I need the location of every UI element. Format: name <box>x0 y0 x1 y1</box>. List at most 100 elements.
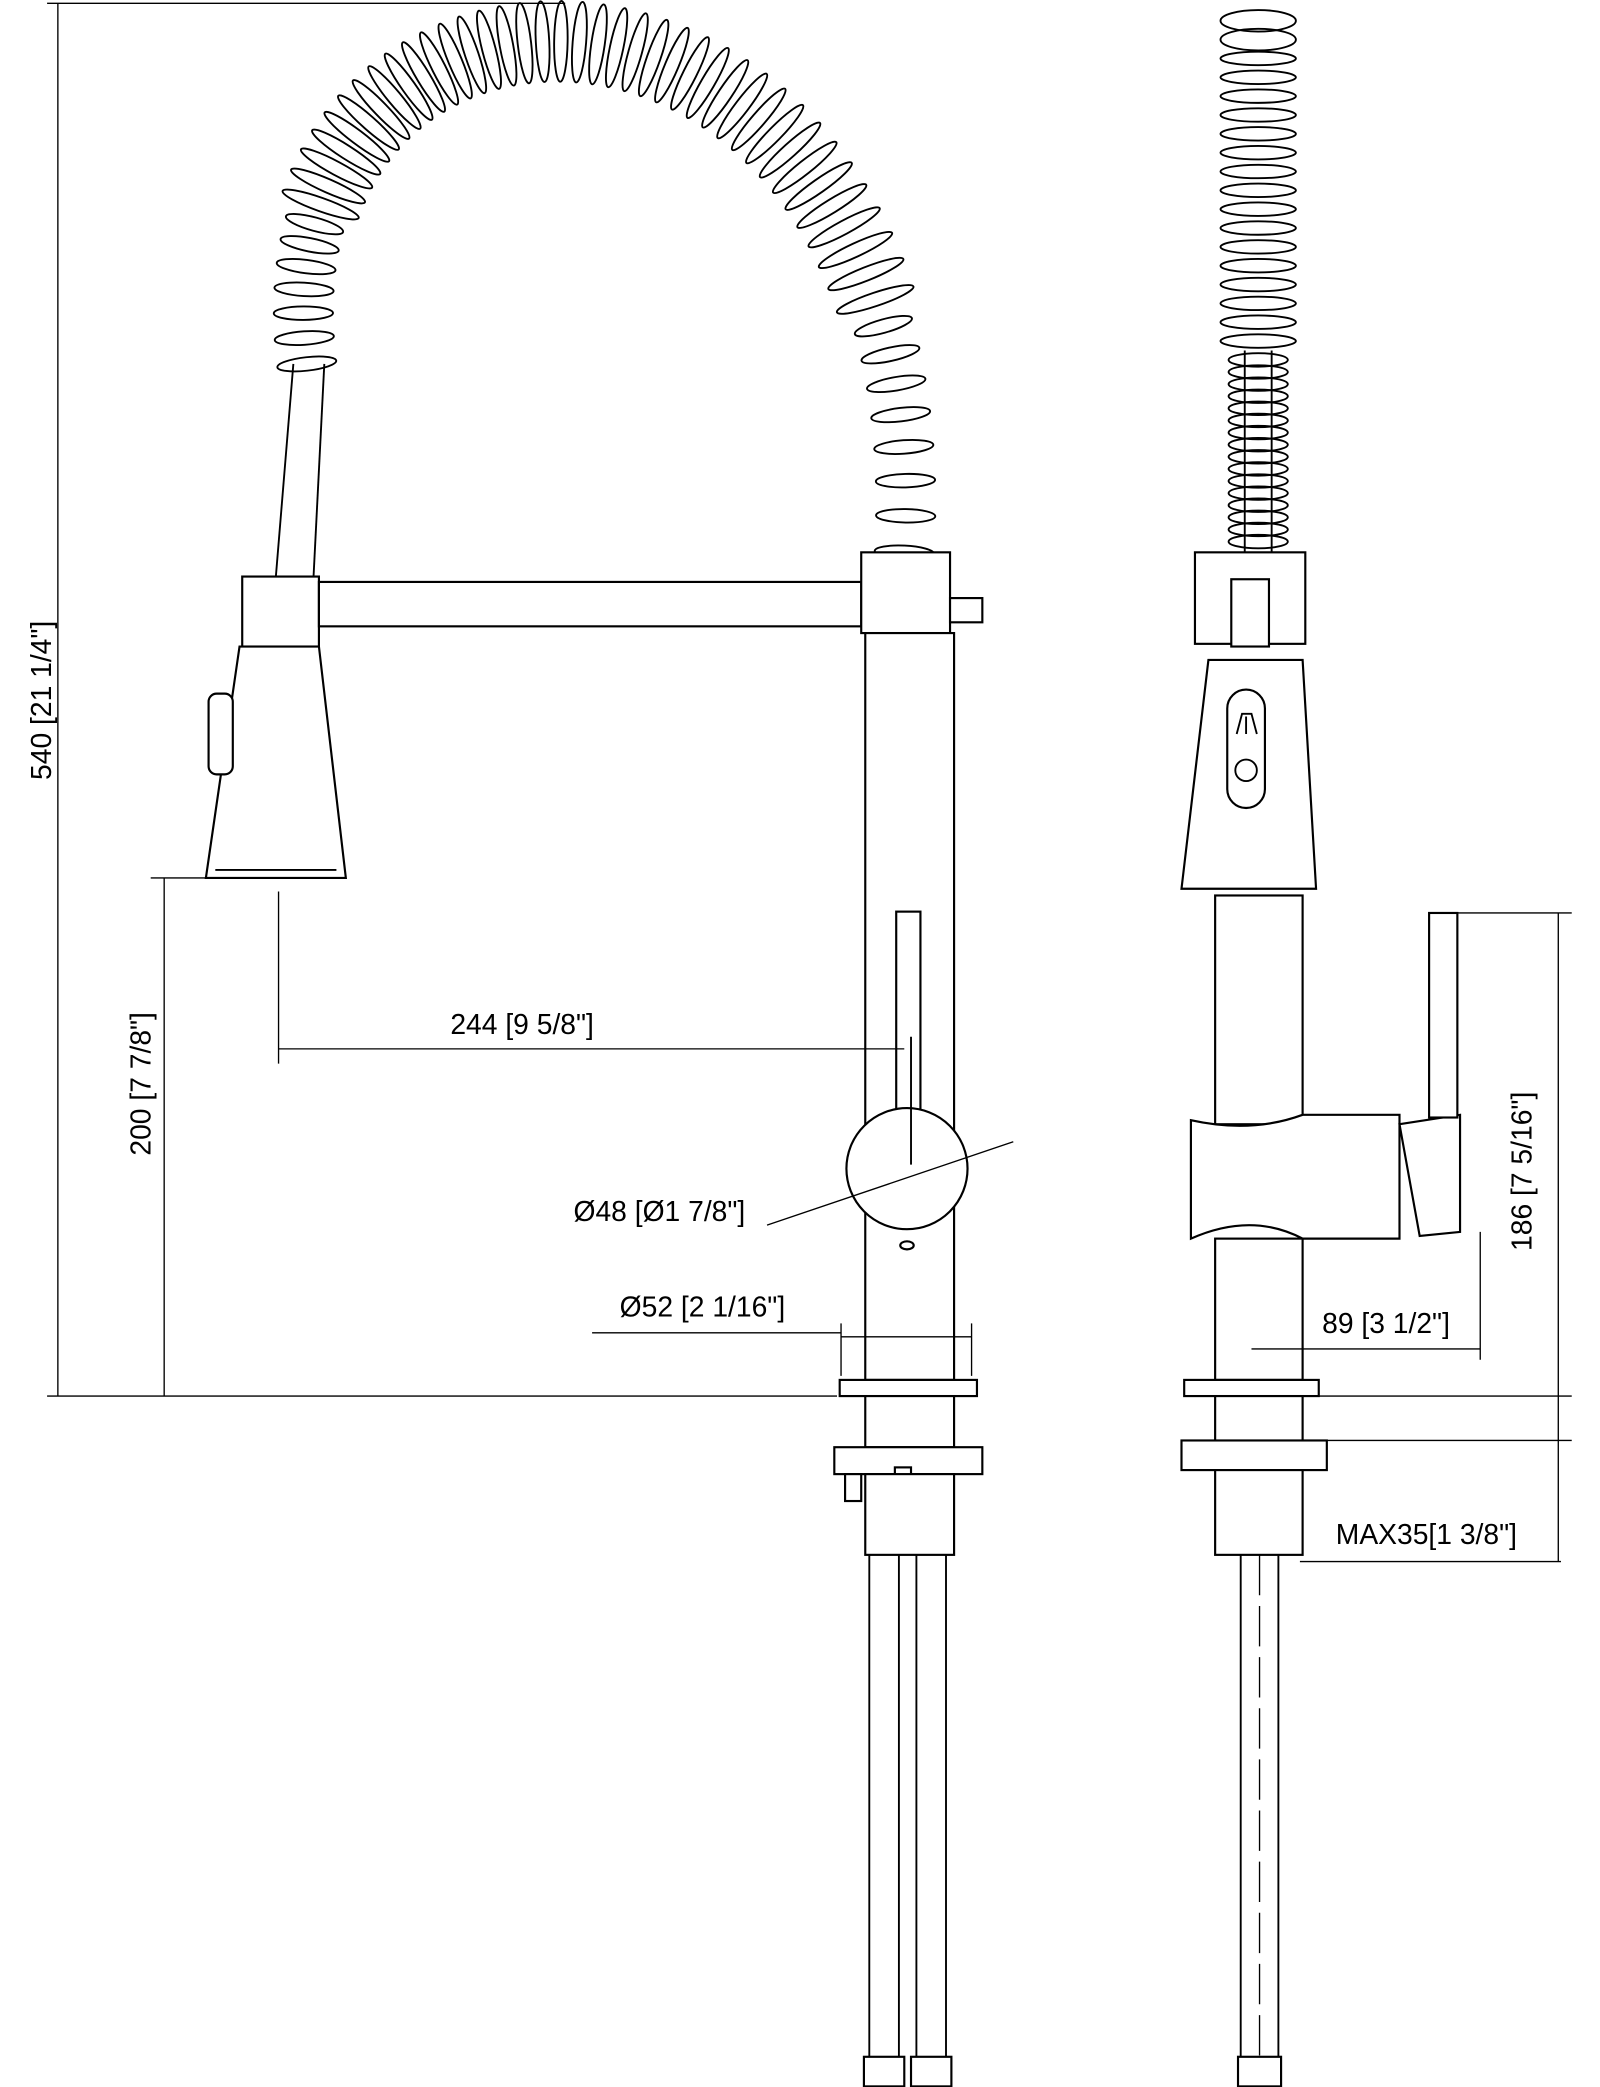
spring-coil-loop <box>281 188 360 221</box>
side-view <box>1180 9 1462 2087</box>
hose-nut-1 <box>862 2055 906 2087</box>
max-deck-thickness-label: MAX35[1 3/8"] <box>1336 1518 1517 1550</box>
spring-coil-loop <box>1219 50 1297 67</box>
spring-coil-loop <box>784 161 853 211</box>
spring-coil-loop <box>870 406 932 424</box>
spring-coil-loop <box>874 472 937 489</box>
spring-coil-loop <box>873 438 935 455</box>
spring-coil-loop <box>604 7 629 89</box>
spring-coil-loop <box>1227 497 1289 513</box>
spring-coil-loop <box>476 9 502 90</box>
spring-coil-loop <box>1219 295 1297 312</box>
spring-coil-loop <box>553 0 569 83</box>
spring-coil-loop <box>670 36 710 111</box>
handle-diameter-label: Ø48 [Ø1 7/8"] <box>573 1195 745 1227</box>
spring-coil-loop <box>1227 424 1289 441</box>
spring-coil-loop <box>817 230 894 270</box>
spring-coil-loop <box>1227 473 1289 489</box>
spring-coil-loop <box>276 355 338 373</box>
side-shank-upper <box>1214 1394 1304 1449</box>
spring-coil-loop <box>621 12 649 93</box>
handle-lever <box>895 910 922 1139</box>
handle-ball <box>845 1107 969 1231</box>
top-block <box>860 551 952 635</box>
spring-coil-loop <box>588 3 608 86</box>
spring-coil-loop <box>1219 27 1297 52</box>
spring-coil-loop <box>1219 220 1297 236</box>
side-knob <box>948 597 984 624</box>
front-dimensions: 540 [21 1/4"] 200 [7 7/8"] 244 [9 5/8"] … <box>25 2 1014 1397</box>
hose-left-edge <box>274 363 295 577</box>
spring-coil-loop <box>654 26 690 104</box>
spring-coil-loop <box>1219 163 1297 180</box>
spring-coil-loop <box>1227 509 1289 526</box>
spring-coil-loop <box>1219 258 1297 274</box>
aerator-dot <box>899 1240 915 1251</box>
spring-coil-loop <box>1227 400 1289 417</box>
base-plate <box>838 1378 979 1398</box>
spring-coil-loop <box>337 94 400 151</box>
side-column-upper <box>1214 894 1304 1126</box>
spring-coil-loop <box>284 213 345 236</box>
spring-coil-loop <box>570 1 588 84</box>
spring-coil-loop <box>771 140 838 195</box>
spray-head <box>204 645 348 880</box>
spring-coil-loop <box>1219 126 1297 142</box>
spout-height-label: 200 [7 7/8"] <box>125 1012 157 1156</box>
side-dimensions: 186 [7 5/16"] 89 [3 1/2"] MAX35[1 3/8"] <box>1251 912 1572 1563</box>
spring-coil-loop <box>1227 461 1289 477</box>
spring-coil-loop <box>1219 107 1297 123</box>
spring-coil-loop <box>534 0 551 83</box>
spring-coil-loop <box>275 257 337 276</box>
spring-coil-loop <box>1227 352 1289 368</box>
spring-coil-side <box>1219 9 1297 550</box>
spout-reach-label: 244 [9 5/8"] <box>450 1008 594 1040</box>
spring-coil-loop <box>1219 9 1297 33</box>
side-handle-base <box>1398 1113 1462 1238</box>
spring-coil-loop <box>853 314 913 338</box>
spring-coil-loop <box>272 305 334 321</box>
handle-height-label: 186 [7 5/16"] <box>1505 1092 1537 1251</box>
spring-coil-loop <box>1227 376 1289 392</box>
spring-coil-loop <box>1227 364 1289 380</box>
spring-coil-loop <box>758 121 822 179</box>
spring-coil-loop <box>730 87 787 152</box>
spray-mode-icon <box>1234 758 1258 783</box>
spring-coil-loop <box>827 256 905 292</box>
spring-coil-loop <box>1227 449 1289 465</box>
side-shank-lower <box>1214 1469 1304 1556</box>
horizontal-arm <box>317 580 863 628</box>
side-spray-button <box>1226 688 1267 810</box>
spring-coil-loop <box>1219 69 1297 85</box>
spring-coil-loop <box>875 508 937 524</box>
spring-coil-loop <box>716 72 769 140</box>
spring-coil-loop <box>701 59 750 129</box>
spring-coil-loop <box>367 65 422 130</box>
spring-coil-loop <box>1219 88 1297 104</box>
base-diameter-label: Ø52 [2 1/16"] <box>620 1291 786 1323</box>
spring-coil-loop <box>1227 485 1289 501</box>
side-column-lower <box>1214 1237 1304 1381</box>
spring-coil-loop <box>311 128 382 176</box>
front-view <box>204 0 984 2087</box>
side-hose-nut <box>1236 2055 1283 2087</box>
side-mounting-nut <box>1180 1439 1328 1472</box>
spring-coil-loop <box>796 183 868 229</box>
spring-coil-loop <box>351 79 411 140</box>
spring-coil-loop <box>273 281 335 298</box>
spring-coil-loop <box>1227 412 1289 429</box>
spring-coil-loop <box>745 103 805 165</box>
spring-coil-loop <box>456 15 488 95</box>
spray-button <box>207 692 234 776</box>
spring-coil-loop <box>418 31 460 106</box>
spring-coil-loop <box>807 206 881 249</box>
spring-coil-loop <box>299 147 374 190</box>
bolt-left <box>844 1473 863 1503</box>
side-handle-lever <box>1428 911 1459 1119</box>
spring-coil-loop <box>495 5 518 87</box>
spring-coil-loop <box>1219 314 1297 330</box>
side-base-plate <box>1183 1378 1320 1398</box>
spring-coil-loop <box>1227 388 1289 404</box>
side-holder-inner <box>1230 578 1271 648</box>
